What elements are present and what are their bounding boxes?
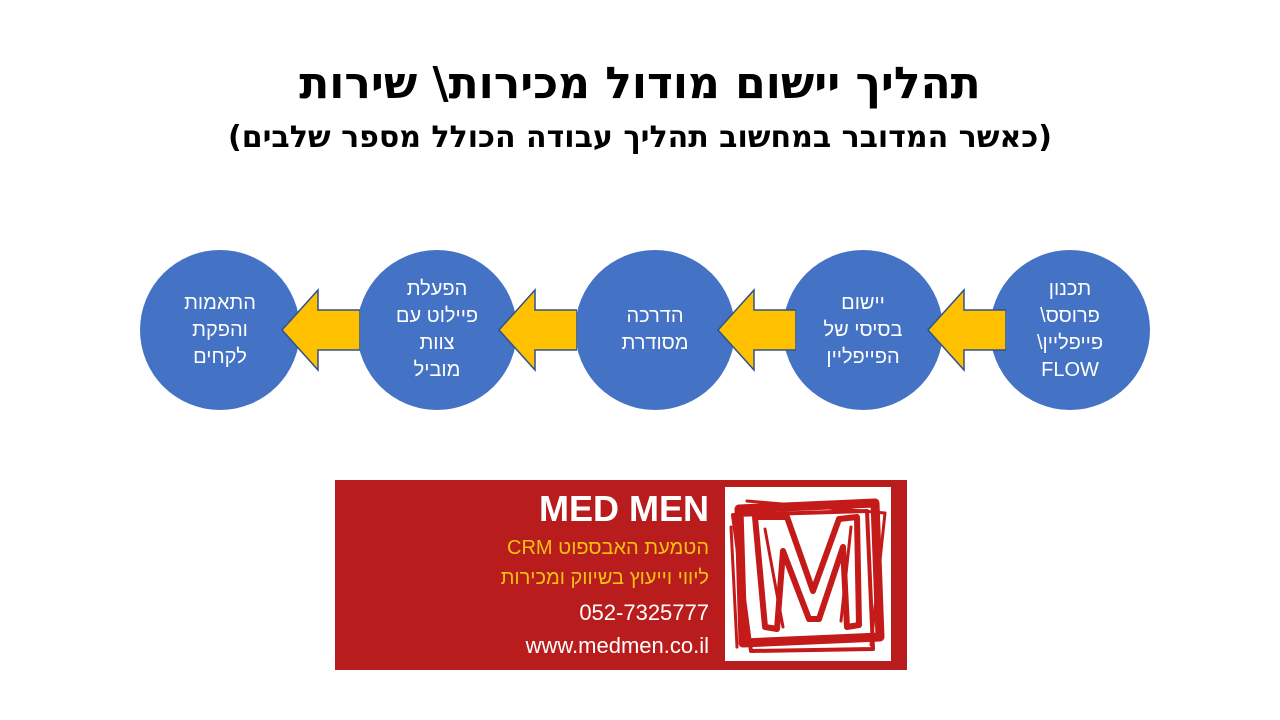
banner-phone: 052-7325777 — [579, 600, 709, 625]
step-adjustments: התאמות והפקת לקחים — [140, 250, 300, 410]
left-arrow-icon — [497, 288, 577, 372]
step-planning: תכנון פרוסס\ פייפליין\ FLOW — [990, 250, 1150, 410]
page-title: תהליך יישום מודול מכירות\ שירות — [299, 58, 981, 109]
brand-name: MED MEN — [539, 488, 709, 529]
step-training-label: הדרכה מסודרת — [621, 305, 689, 354]
banner-service-line-1: הטמעת האבספוט CRM — [507, 537, 709, 559]
step-training: הדרכה מסודרת — [575, 250, 735, 410]
step-basic-implementation: יישום בסיסי של הפייפליין — [783, 250, 943, 410]
left-arrow-icon — [926, 288, 1006, 372]
company-banner: MED MEN הטמעת האבספוט CRM ליווי וייעוץ ב… — [335, 480, 907, 670]
medmen-logo-icon — [729, 498, 887, 653]
step-basic-implementation-label: יישום בסיסי של הפייפליין — [823, 291, 903, 368]
step-planning-label: תכנון פרוסס\ פייפליין\ FLOW — [1036, 278, 1104, 381]
page-subtitle: (כאשר המדובר במחשוב תהליך עבודה הכולל מס… — [228, 120, 1052, 155]
left-arrow-icon — [716, 288, 796, 372]
logo — [725, 487, 891, 661]
step-adjustments-label: התאמות והפקת לקחים — [184, 291, 256, 368]
step-pilot-label: הפעלת פיילוט עם צוות מוביל — [395, 278, 479, 381]
banner-service-line-2: ליווי וייעוץ בשיווק ומכירות — [500, 567, 709, 589]
banner-website: www.medmen.co.il — [525, 633, 709, 658]
step-pilot: הפעלת פיילוט עם צוות מוביל — [357, 250, 517, 410]
left-arrow-icon — [280, 288, 360, 372]
